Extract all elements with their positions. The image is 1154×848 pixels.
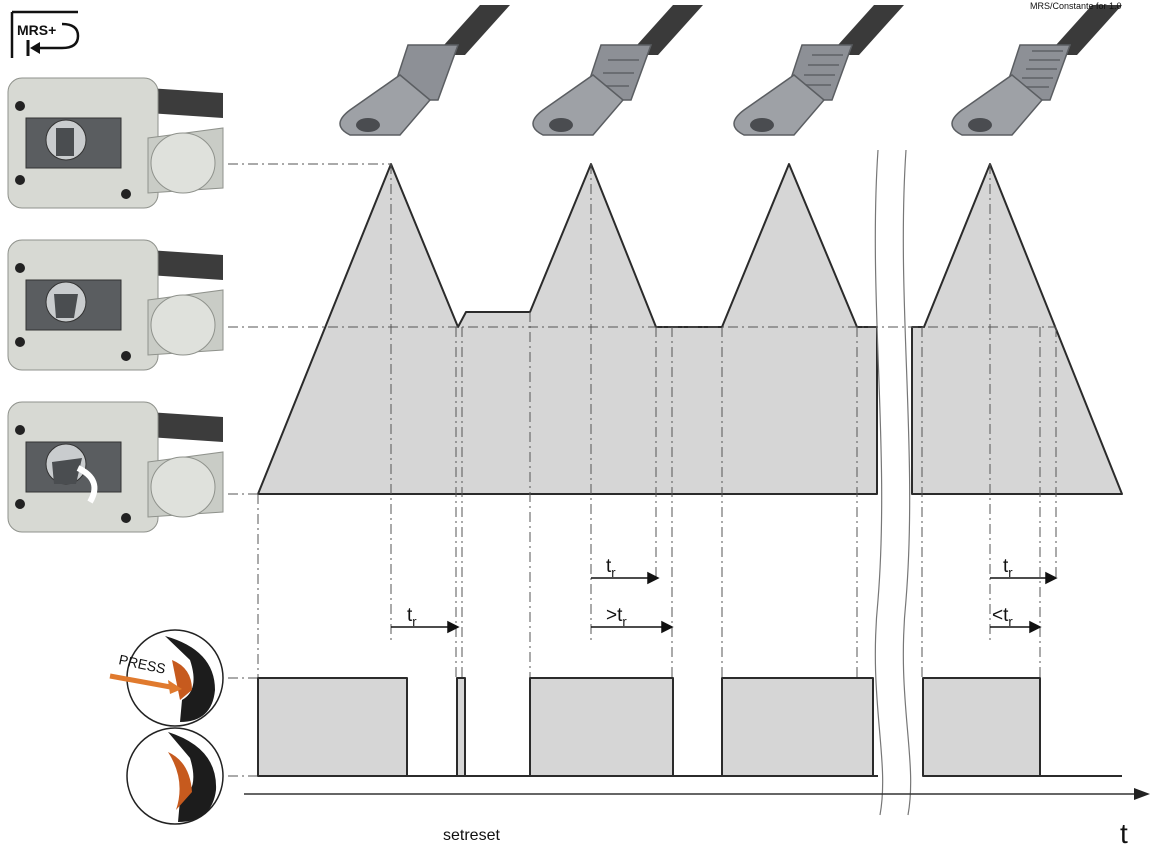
tool-head-closed [7, 401, 224, 533]
cable-lugs [339, 5, 1122, 136]
stroke-area [257, 163, 878, 495]
timing-labels: tr tr >tr tr <tr [407, 556, 1013, 629]
cable-lug-1 [339, 5, 510, 136]
trigger-released-icon [126, 727, 224, 825]
logo-text: MRS+ [17, 22, 56, 38]
tr-label-2: tr [606, 556, 616, 580]
trigger-icons: PRESS [109, 629, 224, 825]
tr-label-3: tr [1003, 556, 1013, 580]
axis-break [874, 149, 912, 816]
trigger-pressed-icon: PRESS [109, 629, 224, 727]
tool-heads [7, 77, 224, 533]
time-axis: t setreset [244, 788, 1150, 848]
stroke-profile [257, 163, 1123, 495]
time-axis-label: t [1120, 818, 1128, 848]
cable-lug-4 [951, 5, 1122, 136]
timing-arrows [391, 571, 1058, 634]
lt-tr-label: <tr [992, 605, 1013, 629]
tr-label-1: tr [407, 605, 417, 629]
bottom-label: setreset [443, 827, 500, 844]
reference-lines [228, 163, 1056, 777]
cable-lug-2 [532, 5, 703, 136]
event-lines [257, 164, 1057, 680]
tool-head-open [7, 77, 224, 209]
mrs-logo: MRS+ [10, 10, 80, 58]
cable-lug-3 [733, 5, 904, 136]
stroke-area-right [911, 163, 1123, 495]
corner-text: MRS/Constante for 1.0 [1030, 1, 1122, 11]
tool-head-closing [7, 239, 224, 371]
gt-tr-label: >tr [606, 605, 627, 629]
trigger-signal [257, 677, 1041, 777]
